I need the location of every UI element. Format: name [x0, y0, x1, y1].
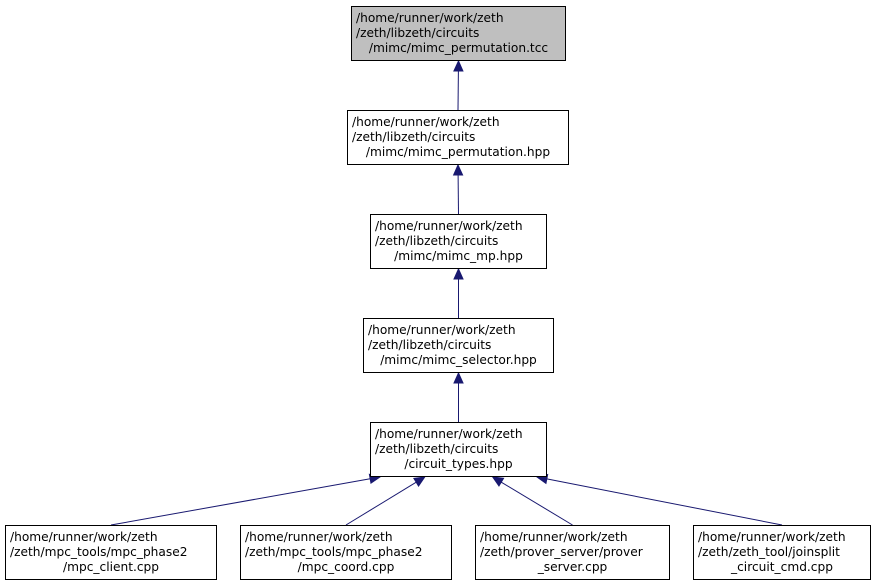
node-line: /home/runner/work/zeth [10, 530, 158, 544]
node-mpc-client-cpp[interactable]: /home/runner/work/zeth /zeth/mpc_tools/m… [5, 525, 217, 580]
edge-line [501, 481, 573, 526]
node-line: /mimc/mimc_mp.hpp [394, 249, 523, 263]
node-mimc-selector-hpp[interactable]: /home/runner/work/zeth /zeth/libzeth/cir… [363, 318, 554, 373]
node-line: /mimc/mimc_permutation.tcc [368, 41, 549, 55]
node-line: /home/runner/work/zeth [375, 219, 523, 233]
node-mpc-coord-cpp[interactable]: /home/runner/work/zeth /zeth/mpc_tools/m… [240, 525, 452, 580]
arrowhead-icon [491, 476, 505, 487]
node-line: /home/runner/work/zeth [352, 115, 500, 129]
node-line: /mimc/mimc_permutation.hpp [365, 145, 551, 159]
node-line: /zeth/mpc_tools/mpc_phase2 [10, 545, 188, 559]
node-line: /home/runner/work/zeth [245, 530, 393, 544]
arrowhead-icon [453, 59, 464, 72]
node-mimc-mp-hpp[interactable]: /home/runner/work/zeth /zeth/libzeth/cir… [370, 214, 547, 269]
node-line: /zeth/libzeth/circuits [352, 130, 476, 144]
node-line: /zeth/prover_server/prover [480, 545, 643, 559]
node-line: /zeth/libzeth/circuits [368, 338, 492, 352]
node-line: /zeth/libzeth/circuits [375, 234, 499, 248]
node-line: /zeth/mpc_tools/mpc_phase2 [245, 545, 423, 559]
node-prover-server-cpp[interactable]: /home/runner/work/zeth /zeth/prover_serv… [475, 525, 670, 580]
node-line: /mpc_client.cpp [62, 560, 160, 574]
node-line: _server.cpp [537, 560, 608, 574]
node-line: /zeth/zeth_tool/joinsplit [698, 545, 840, 559]
arrowhead-icon [452, 163, 464, 176]
edge-line [110, 478, 371, 526]
node-joinsplit-circuit-cmd-cpp[interactable]: /home/runner/work/zeth /zeth/zeth_tool/j… [693, 525, 871, 580]
arrowhead-icon [453, 267, 464, 280]
node-line: /home/runner/work/zeth [698, 530, 846, 544]
arrowhead-icon [413, 476, 426, 487]
node-line: /mimc/mimc_selector.hpp [380, 353, 537, 367]
node-circuit-types-hpp[interactable]: /home/runner/work/zeth /zeth/libzeth/cir… [370, 422, 547, 477]
node-line: /home/runner/work/zeth [375, 427, 523, 441]
node-mimc-permutation-hpp[interactable]: /home/runner/work/zeth /zeth/libzeth/cir… [347, 110, 569, 165]
node-line: /mpc_coord.cpp [297, 560, 395, 574]
node-line: /home/runner/work/zeth [480, 530, 628, 544]
edge-line [546, 478, 783, 526]
node-line: _circuit_cmd.cpp [731, 560, 833, 574]
edge-line [345, 481, 417, 526]
arrowhead-icon [453, 371, 464, 384]
node-line: /zeth/libzeth/circuits [375, 442, 499, 456]
node-line: /home/runner/work/zeth [356, 11, 504, 25]
node-mimc-permutation-tcc: /home/runner/work/zeth /zeth/libzeth/cir… [351, 6, 566, 61]
node-line: /zeth/libzeth/circuits [356, 26, 480, 40]
node-line: /home/runner/work/zeth [368, 323, 516, 337]
node-line: /circuit_types.hpp [404, 457, 513, 471]
